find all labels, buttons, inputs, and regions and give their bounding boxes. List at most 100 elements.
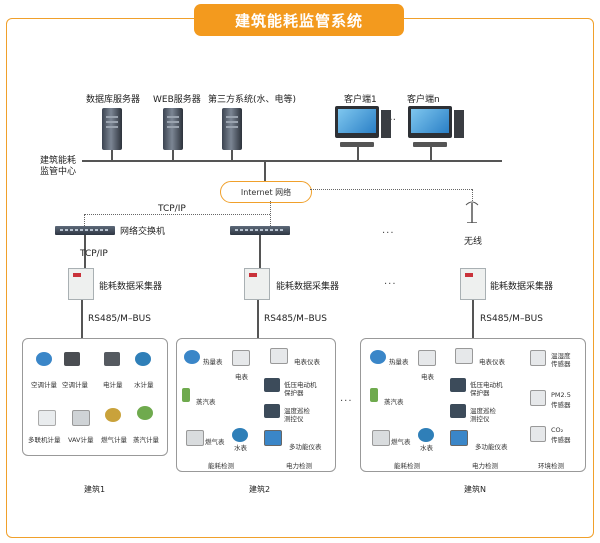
b2-item-6: 低压电动机 [284, 381, 317, 389]
meter-icon [137, 406, 153, 420]
meter-icon [370, 350, 386, 364]
bn-section-energy: 能耗检测 [394, 462, 420, 470]
meter-icon [64, 352, 80, 366]
bn-item-4: 水表 [420, 444, 433, 452]
link-clientn [430, 147, 432, 160]
b1-item-7: 蒸汽计量 [133, 436, 159, 444]
building-n-name: 建筑N [464, 485, 486, 494]
third-party-label: 第三方系统(水、电等) [208, 95, 297, 105]
center-label-line2: 监管中心 [40, 167, 77, 177]
clients-ellipsis: … [386, 112, 397, 123]
link-collector1 [84, 235, 86, 268]
bn-item-15: CO₂ [551, 426, 564, 434]
b2-item-2: 蒸汽表 [196, 398, 216, 406]
collector-1-label: 能耗数据采集器 [99, 282, 163, 292]
collector-3-label: 能耗数据采集器 [490, 282, 554, 292]
meter-icon [104, 352, 120, 366]
building-2-name: 建筑2 [249, 485, 271, 494]
meter-icon [450, 378, 466, 392]
collector-ellipsis: ··· [384, 279, 397, 290]
network-switch-1-icon [55, 226, 115, 235]
tcpip-label: TCP/IP [158, 204, 186, 214]
b1-item-6: 燃气计量 [101, 436, 127, 444]
wireless-dotted-drop [472, 189, 473, 201]
center-bus-line [82, 160, 502, 162]
sensor-icon [530, 390, 546, 406]
bn-section-environment: 环境检测 [538, 462, 564, 470]
clientn-keyboard-icon [413, 142, 447, 147]
meter-icon [186, 430, 204, 446]
meter-icon [184, 350, 200, 364]
b1-item-5: VAV计量 [68, 436, 94, 444]
bn-item-8: 温度巡检 [470, 407, 496, 415]
meter-icon [182, 388, 190, 402]
b2-item-8: 温度巡检 [284, 407, 310, 415]
meter-icon [72, 410, 90, 426]
meter-icon [264, 404, 280, 418]
b1-item-4: 多联机计量 [28, 436, 61, 444]
bn-item-6: 低压电动机 [470, 381, 503, 389]
b2-section-energy: 能耗检测 [208, 462, 234, 470]
b2-item-10: 多功能仪表 [289, 443, 322, 451]
meter-icon [232, 350, 250, 366]
meter-icon [455, 348, 473, 364]
rs485-label-3: RS485/M–BUS [480, 314, 543, 324]
collector-2-label: 能耗数据采集器 [276, 282, 340, 292]
sensor-icon [530, 350, 546, 366]
collector-1-icon [68, 268, 94, 300]
wireless-dotted-link [310, 189, 472, 190]
link-web [172, 150, 174, 160]
b2-item-9: 测控仪 [284, 415, 304, 423]
b2-item-4: 水表 [234, 444, 247, 452]
bn-item-10: 多功能仪表 [475, 443, 508, 451]
wireless-label: 无线 [464, 237, 483, 247]
meter-icon [450, 404, 466, 418]
building-1-name: 建筑1 [84, 485, 106, 494]
bn-section-power: 电力检测 [472, 462, 498, 470]
antenna-icon [465, 201, 479, 223]
bn-item-9: 测控仪 [470, 415, 490, 423]
link-collector2 [259, 235, 261, 268]
meter-icon [450, 430, 468, 446]
meter-icon [105, 408, 121, 422]
clientn-label: 客户端n [407, 95, 440, 105]
b2-item-0: 热量表 [203, 358, 223, 366]
link-client1 [357, 147, 359, 160]
link-switch2-dotted [270, 201, 271, 226]
internet-cloud: Internet 网络 [220, 181, 312, 203]
client1-monitor-icon [335, 106, 379, 138]
bn-item-1: 电表 [421, 373, 434, 381]
page-title: 建筑能耗监管系统 [194, 4, 404, 36]
collector-2-icon [244, 268, 270, 300]
switch-label: 网络交换机 [120, 227, 166, 237]
bn-item-13: PM2.5 [551, 391, 571, 399]
bn-item-7: 保护器 [470, 389, 490, 397]
meter-icon [418, 428, 434, 442]
web-server-label: WEB服务器 [153, 95, 201, 105]
meter-icon [135, 352, 151, 366]
bn-item-2: 蒸汽表 [384, 398, 404, 406]
bn-item-16: 传感器 [551, 436, 571, 444]
b1-item-0: 空调计量 [31, 381, 57, 389]
db-server-label: 数据库服务器 [86, 95, 141, 105]
building-ellipsis: ··· [340, 396, 353, 407]
center-label-line1: 建筑能耗 [40, 156, 77, 166]
switch-ellipsis: ··· [382, 228, 395, 239]
collector-3-icon [460, 268, 486, 300]
tcpip2-label: TCP/IP [80, 249, 108, 259]
meter-icon [36, 352, 52, 366]
b2-section-power: 电力检测 [286, 462, 312, 470]
link-bldg1 [81, 300, 83, 338]
bn-item-3: 燃气表 [391, 438, 411, 446]
third-party-server-icon [222, 108, 242, 150]
b2-item-5: 电表仪表 [294, 358, 320, 366]
link-bldg2 [257, 300, 259, 338]
meter-icon [370, 388, 378, 402]
b1-item-3: 水计量 [134, 381, 154, 389]
bn-item-5: 电表仪表 [479, 358, 505, 366]
bn-item-12: 传感器 [551, 360, 571, 368]
b2-item-3: 燃气表 [205, 438, 225, 446]
client1-keyboard-icon [340, 142, 374, 147]
b2-item-7: 保护器 [284, 389, 304, 397]
meter-icon [232, 428, 248, 442]
